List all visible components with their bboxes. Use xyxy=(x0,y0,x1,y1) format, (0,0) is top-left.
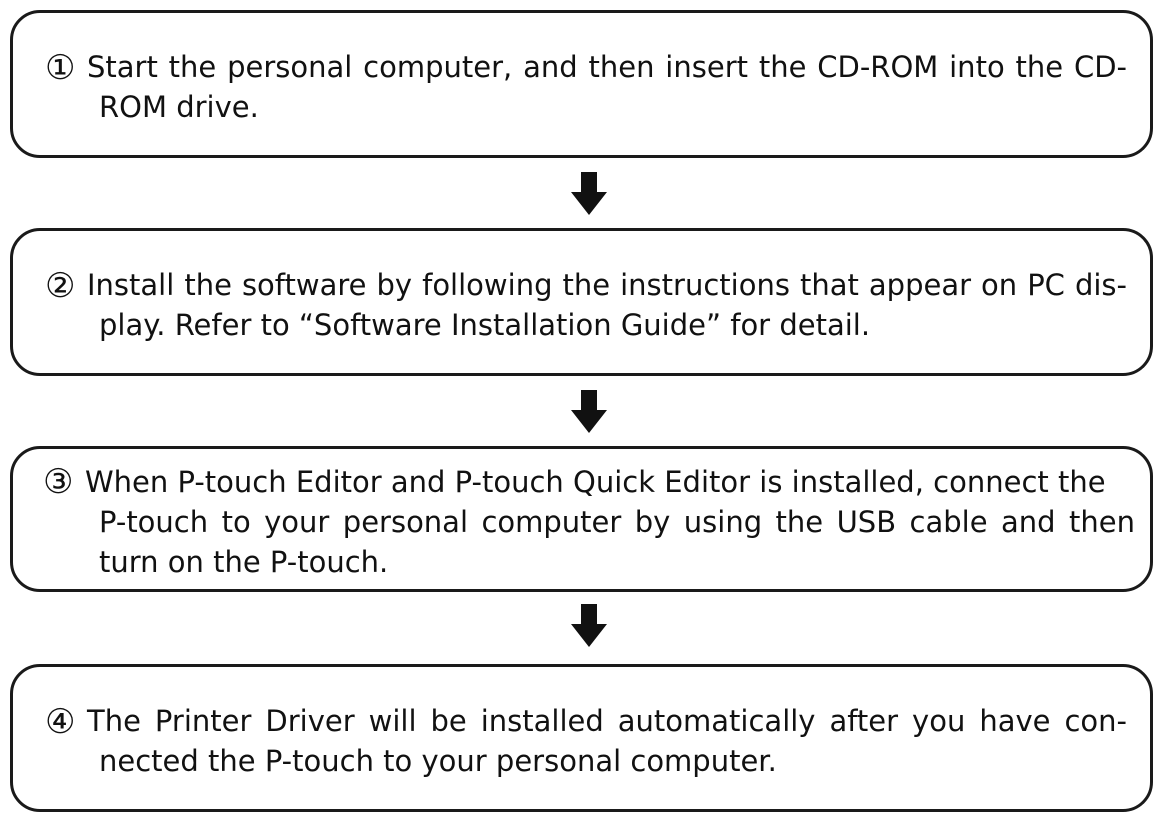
step-1-box: ① Start the personal computer, and then … xyxy=(10,10,1153,158)
step-4-box: ④ The Printer Driver will be installed a… xyxy=(10,664,1153,812)
down-arrow-icon xyxy=(571,604,607,647)
step-2-box: ② Install the software by following the … xyxy=(10,228,1153,376)
step-1-number: ① xyxy=(45,48,76,88)
step-3-box: ③ When P-touch Editor and P-touch Quick … xyxy=(10,446,1153,592)
step-1-line-1: Start the personal computer, and then in… xyxy=(87,50,1127,84)
down-arrow-icon xyxy=(571,172,607,215)
step-2-line-2: play. Refer to “Software Installation Gu… xyxy=(99,308,871,342)
step-1-line-2: ROM drive. xyxy=(99,90,259,124)
step-4-text: The Printer Driver will be installed aut… xyxy=(87,701,1127,781)
step-3-number: ③ xyxy=(43,462,74,502)
step-4-number: ④ xyxy=(45,702,76,742)
step-3-text: When P-touch Editor and P-touch Quick Ed… xyxy=(85,462,1135,582)
step-4-line-1: The Printer Driver will be installed aut… xyxy=(87,704,1127,738)
step-4-line-2: nected the P-touch to your personal comp… xyxy=(99,744,777,778)
step-2-text: Install the software by following the in… xyxy=(87,265,1127,345)
step-3-line-2: P-touch to your personal computer by usi… xyxy=(99,505,1135,539)
step-2-line-1: Install the software by following the in… xyxy=(87,268,1127,302)
step-2-number: ② xyxy=(45,266,76,306)
step-3-line-1: When P-touch Editor and P-touch Quick Ed… xyxy=(85,465,1106,499)
down-arrow-icon xyxy=(571,390,607,433)
step-3-line-3: turn on the P-touch. xyxy=(99,545,389,579)
step-1-text: Start the personal computer, and then in… xyxy=(87,47,1127,127)
